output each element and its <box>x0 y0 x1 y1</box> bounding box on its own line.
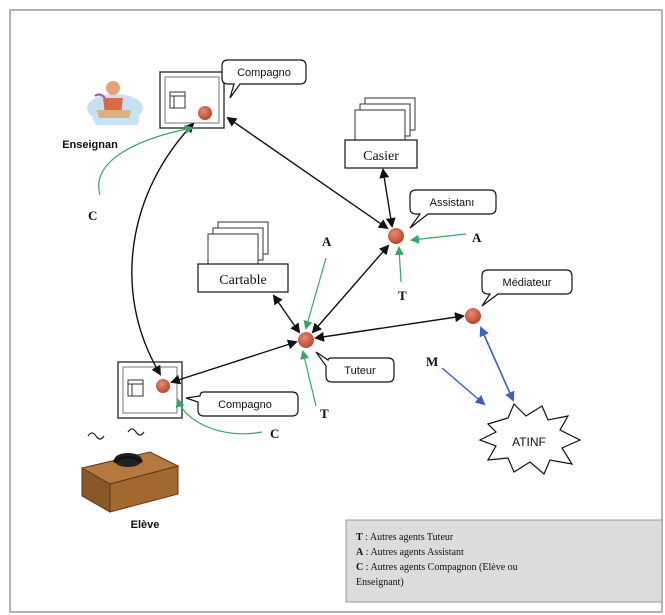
legend-row-c-cont: Enseignant) <box>356 577 404 588</box>
letter-t-mid: T <box>398 288 407 303</box>
letter-a-left: A <box>322 234 332 249</box>
legend-row-a: A : Autres agents Assistant <box>356 547 464 558</box>
arrow-tuteur-mediateur <box>314 312 465 342</box>
callout-compagnon-top <box>221 59 307 99</box>
legend-box <box>345 519 663 603</box>
callout-assistant <box>409 189 497 229</box>
letter-a-right: A <box>472 230 482 245</box>
assistant-label: Assistanı <box>430 197 475 209</box>
atinf-burst <box>478 402 582 475</box>
assistant-agent <box>388 228 404 244</box>
green-arrow-t-mid <box>394 246 404 283</box>
callout-tuteur <box>315 351 395 383</box>
casier-label: Casier <box>363 149 399 164</box>
green-arrow-t-bottom <box>300 350 317 407</box>
atinf-label: ATINF <box>512 435 546 449</box>
green-arrow-c-bottom <box>175 398 263 435</box>
legend-row-c: C : Autres agents Compagnon (Elève ou <box>356 562 518 573</box>
arrow-cartable-tuteur <box>272 294 301 334</box>
compagnon-top-label: Compagno <box>237 67 291 79</box>
teacher-label: Enseignan <box>62 139 118 151</box>
letter-c-top: C <box>88 208 97 223</box>
tuteur-agent <box>298 332 314 348</box>
student-label: Elève <box>131 519 160 531</box>
letter-t-bottom: T <box>320 406 329 421</box>
student-desk-icon <box>80 428 180 513</box>
arrow-compagnon-assistant <box>226 116 389 230</box>
compagnon-bottom-label: Compagno <box>218 399 272 411</box>
arrow-casier-assistant <box>379 168 396 228</box>
compagnon-top-window <box>159 71 225 129</box>
blue-arrow-mediateur-atinf <box>479 326 515 402</box>
arrow-compagnon-compagnon <box>131 122 195 376</box>
cartable-label: Cartable <box>219 273 266 288</box>
callout-compagnon-bottom <box>185 391 299 417</box>
tuteur-label: Tuteur <box>344 365 376 377</box>
legend-row-t: T : Autres agents Tuteur <box>356 532 454 543</box>
mediateur-label: Médiateur <box>503 277 552 289</box>
green-arrow-a-right <box>410 233 467 244</box>
compagnon-top-agent <box>198 106 212 120</box>
callout-mediateur <box>481 269 573 307</box>
compagnon-bottom-window <box>117 361 183 419</box>
letter-m: M <box>426 354 438 369</box>
compagnon-bottom-agent <box>156 379 170 393</box>
green-arrow-c-top <box>98 124 194 196</box>
letter-c-bottom: C <box>270 426 279 441</box>
blue-arrow-m <box>441 367 486 406</box>
green-arrow-a-left <box>303 257 327 330</box>
mediateur-agent <box>465 308 481 324</box>
teacher-icon <box>87 81 143 125</box>
